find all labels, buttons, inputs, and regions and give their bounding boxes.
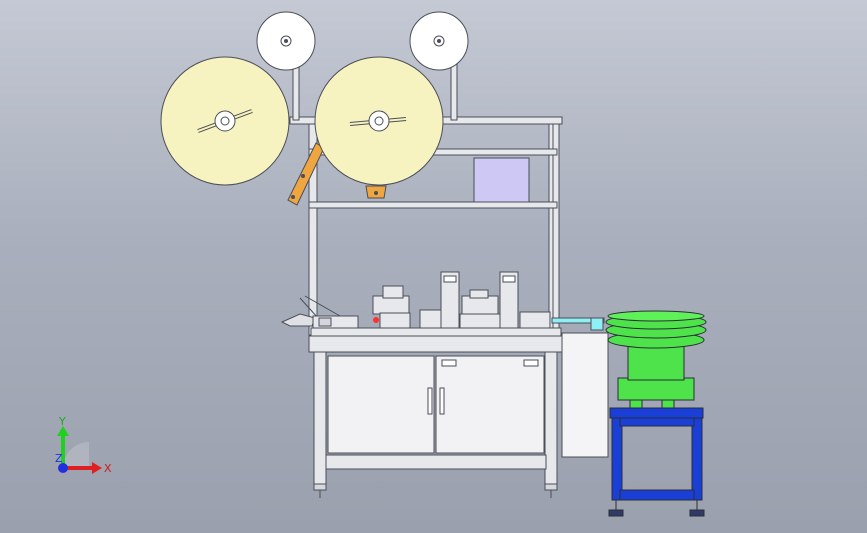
shelf-crossbar-2 [308,201,558,209]
control-box [473,157,530,203]
work-table [280,271,562,337]
tension-arm-right [365,185,387,199]
bowl-feeder [605,310,707,517]
conveyor-track [551,317,605,324]
y-axis-label: Y [58,415,66,428]
side-cabinet [561,332,609,458]
z-axis-label: Z [55,452,63,465]
large-reel-left [160,56,290,186]
door-handle-right [439,387,445,415]
reel-post-right [450,61,458,121]
large-reel-right [314,56,444,186]
cabinet-left-door [327,355,435,454]
conveyor-end [590,317,604,331]
x-axis-label: X [104,462,112,475]
door-handle-left [427,387,433,415]
blue-stand-top [609,407,704,419]
coordinate-triad: Y X Z [55,415,112,475]
small-reel-right [409,11,469,71]
cabinet [308,332,609,498]
z-axis-dot [58,463,68,473]
reel-post-left [292,61,300,121]
cabinet-right-door [435,355,545,454]
tension-arm-left [287,142,325,206]
small-reel-left [256,11,316,71]
